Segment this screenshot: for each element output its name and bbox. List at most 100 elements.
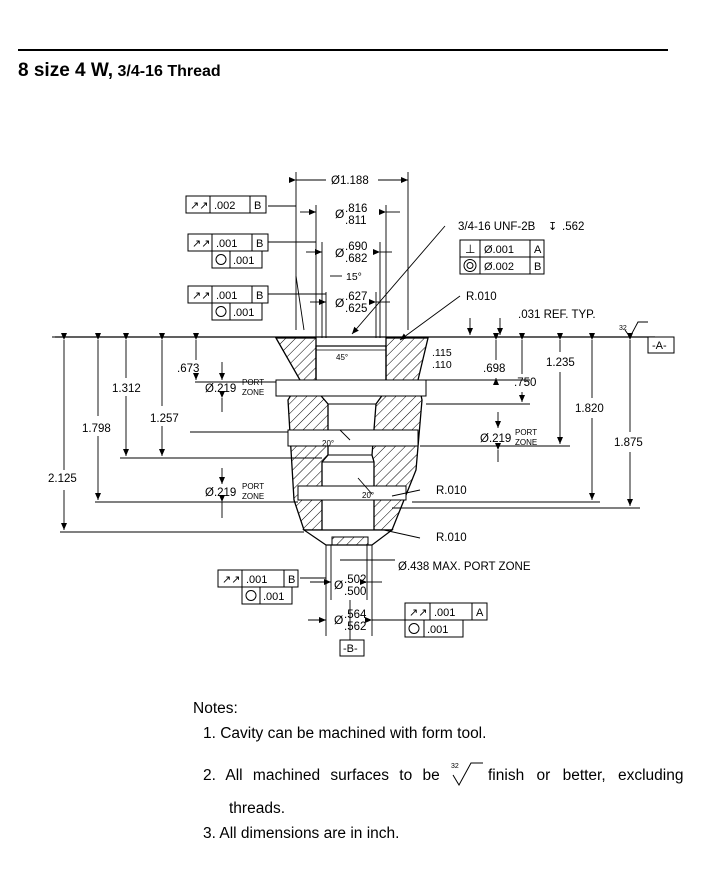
dim-dia-1188: Ø1.188	[331, 175, 369, 187]
dim-1235: 1.235	[546, 357, 575, 369]
svg-text:32: 32	[619, 325, 627, 332]
dia-symbol-564: Ø	[334, 613, 343, 627]
dim-115: .115	[432, 347, 452, 359]
port-dia-upper: Ø.219	[205, 383, 236, 395]
page-title: 8 size 4 W, 3/4-16 Thread	[18, 60, 221, 82]
fcf-group: ↗↗ .002 B ↗↗ .001 B .001 ↗↗ .001 B	[185, 195, 545, 638]
dim-500: .500	[344, 586, 366, 598]
fcf-bottom-right: ↗↗ .001 A .001	[404, 602, 488, 638]
svg-text:Ø.001: Ø.001	[484, 244, 514, 256]
angle-20-upper: 20°	[322, 439, 334, 448]
radius-mid: R.010	[436, 485, 467, 497]
cavity-section	[274, 337, 429, 546]
title-main: 8 size 4 W,	[18, 60, 114, 81]
note-2: 2. All machined surfaces to be 32 finish…	[203, 762, 684, 787]
note-2-continuation: threads.	[229, 800, 286, 817]
datum-a-box: -A-	[647, 336, 675, 354]
depth-symbol: ↧	[548, 221, 557, 233]
svg-text:B: B	[256, 238, 263, 250]
svg-text:B: B	[254, 200, 261, 212]
fcf-runout-001-b: ↗↗ .001 B .001	[187, 285, 269, 321]
thread-callout: 3/4-16 UNF-2B	[458, 221, 536, 233]
svg-text:A: A	[476, 607, 484, 619]
svg-text:↗↗: ↗↗	[192, 290, 210, 302]
dim-502: .502	[344, 574, 366, 586]
dim-682: .682	[345, 253, 367, 265]
svg-text:.001: .001	[216, 238, 237, 250]
svg-text:.001: .001	[233, 255, 254, 267]
note-2-after: finish or better, excluding	[488, 767, 684, 784]
cavity-drawing: Ø1.188 Ø .816 .811 Ø .690 .682 15° Ø .62…	[48, 172, 675, 657]
perpendicularity-icon: ⊥	[465, 242, 475, 256]
dim-1312: 1.312	[112, 383, 141, 395]
note-2-before: 2. All machined surfaces to be	[203, 767, 440, 784]
dim-698: .698	[483, 363, 505, 375]
svg-text:.001: .001	[263, 591, 284, 603]
svg-text:-B-: -B-	[343, 643, 358, 655]
ref-031: .031 REF. TYP.	[518, 309, 596, 321]
surface-finish-symbol: 32	[619, 321, 648, 338]
dim-625: .625	[345, 303, 367, 315]
svg-text:.001: .001	[216, 290, 237, 302]
svg-text:↗↗: ↗↗	[222, 574, 240, 586]
angle-20-lower: 20°	[362, 491, 374, 500]
dim-2125: 2.125	[48, 473, 77, 485]
fcf-perp-conc: ⊥ Ø.001 A Ø.002 B	[459, 239, 545, 275]
svg-text:.001: .001	[434, 607, 455, 619]
svg-text:B: B	[256, 290, 263, 302]
fcf-bottom-left: ↗↗ .001 B .001	[217, 569, 299, 605]
dim-750: .750	[514, 377, 536, 389]
dim-690: .690	[345, 241, 367, 253]
svg-text:.001: .001	[233, 307, 254, 319]
surface-finish-icon: 32	[451, 762, 483, 787]
runout-icon: ↗↗	[190, 200, 208, 212]
zone-label-lower: ZONE	[242, 492, 264, 501]
svg-text:B: B	[534, 261, 541, 273]
dim-562: .562	[344, 621, 366, 633]
svg-text:↗↗: ↗↗	[192, 238, 210, 250]
port-passage-1	[275, 379, 427, 397]
datum-b-box: -B-	[339, 639, 365, 657]
note-3: 3. All dimensions are in inch.	[203, 825, 400, 842]
zone-label-upper: ZONE	[242, 388, 264, 397]
dim-811: .811	[345, 215, 367, 227]
radius-low: R.010	[436, 532, 467, 544]
dim-1875: 1.875	[614, 437, 643, 449]
dim-673: .673	[177, 363, 199, 375]
dia-symbol-627: Ø	[335, 296, 344, 310]
port-dia-right: Ø.219	[480, 433, 511, 445]
port-label-lower: PORT	[242, 482, 264, 491]
dim-1257: 1.257	[150, 413, 179, 425]
dim-564: .564	[344, 609, 367, 621]
port-label-upper: PORT	[242, 378, 264, 387]
fcf-runout-002: ↗↗ .002 B	[185, 195, 267, 214]
svg-text:-A-: -A-	[652, 340, 667, 352]
svg-text:.002: .002	[214, 200, 235, 212]
circularity-icon	[215, 254, 227, 265]
svg-text:A: A	[534, 244, 542, 256]
dia-symbol-816: Ø	[335, 207, 344, 221]
svg-text:B: B	[288, 574, 295, 586]
port-passage-2	[287, 429, 419, 447]
dim-816: .816	[345, 203, 367, 215]
dim-627: .627	[345, 291, 367, 303]
dim-1820: 1.820	[575, 403, 604, 415]
port-passage-3	[297, 485, 407, 501]
svg-text:↗↗: ↗↗	[409, 607, 427, 619]
dim-110: .110	[432, 359, 452, 371]
angle-45: 45°	[336, 353, 348, 362]
port-label-right: PORT	[515, 428, 537, 437]
port-dia-lower: Ø.219	[205, 487, 236, 499]
title-sub: 3/4-16 Thread	[117, 63, 221, 80]
radius-top: R.010	[466, 291, 497, 303]
svg-text:32: 32	[451, 763, 459, 770]
title-rule	[18, 49, 668, 51]
port-zone-438: Ø.438 MAX. PORT ZONE	[398, 561, 531, 573]
svg-text:Ø.002: Ø.002	[484, 261, 514, 273]
note-1: 1. Cavity can be machined with form tool…	[203, 725, 487, 742]
dia-symbol-502: Ø	[334, 578, 343, 592]
dim-1798: 1.798	[82, 423, 111, 435]
svg-text:.001: .001	[246, 574, 267, 586]
fcf-runout-001-a: ↗↗ .001 B .001	[187, 233, 269, 269]
zone-label-right: ZONE	[515, 438, 537, 447]
